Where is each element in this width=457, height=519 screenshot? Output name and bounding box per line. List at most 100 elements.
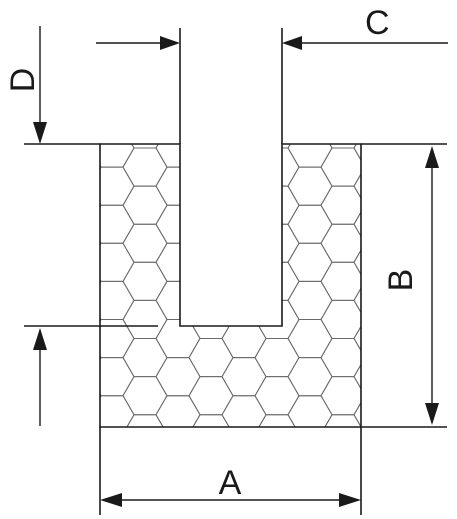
hexagon-cell-icon	[420, 167, 457, 205]
hexagon-cell-icon	[188, 185, 234, 225]
hexagon-cell-icon	[155, 166, 201, 206]
hexagon-cell-icon	[254, 338, 300, 378]
hexagon-cell-icon	[222, 91, 266, 129]
hexagon-cell-icon	[123, 491, 167, 519]
arrow-down-icon	[425, 403, 439, 425]
hexagon-cell-icon	[320, 338, 361, 378]
hexagon-cell-icon	[420, 358, 457, 396]
hexagon-cell-icon	[288, 91, 332, 129]
hexagon-cell-icon	[100, 261, 102, 301]
hexagon-cell-icon	[353, 280, 361, 320]
hexagon-cell-icon	[453, 110, 457, 148]
hexagon-cell-icon	[387, 186, 431, 224]
hexagon-cell-icon	[221, 280, 267, 320]
hexagon-cell-icon	[320, 185, 361, 225]
hexagon-cell-icon	[353, 166, 361, 206]
hexagon-cell-icon	[100, 414, 102, 427]
hexagon-cell-icon	[287, 166, 333, 206]
hexagon-cell-icon	[320, 261, 361, 301]
hexagon-cell-icon	[155, 144, 201, 168]
hexagon-cell-icon	[100, 357, 135, 397]
hexagon-cell-icon	[387, 148, 431, 186]
hexagon-cell-icon	[287, 395, 333, 427]
hexagon-cell-icon	[420, 281, 457, 319]
dimension-b: B	[382, 146, 439, 425]
hexagon-cell-icon	[100, 376, 102, 416]
hexagon-cell-icon	[453, 224, 457, 262]
hexagon-cell-icon	[288, 472, 332, 510]
hexagon-cell-icon	[353, 204, 361, 244]
hexagon-cell-icon	[188, 144, 234, 149]
hexagon-cell-icon	[155, 395, 201, 427]
hexagon-cell-icon	[353, 395, 361, 427]
hexagon-cell-icon	[287, 357, 333, 397]
hexagon-cell-icon	[320, 299, 361, 339]
hexagon-cell-icon	[321, 453, 365, 491]
hexagon-cell-icon	[155, 357, 201, 397]
hexagon-cell-icon	[122, 338, 168, 378]
hexagon-cell-icon	[90, 434, 134, 472]
hexagon-cell-icon	[123, 453, 167, 491]
hexagon-cell-icon	[90, 472, 134, 510]
hexagon-cell-icon	[453, 300, 457, 338]
hexagon-cell-icon	[188, 261, 234, 301]
hexagon-cell-icon	[320, 376, 361, 416]
hexagon-cell-icon	[122, 414, 168, 427]
hexagon-cell-icon	[156, 434, 200, 472]
hexagon-cell-icon	[254, 144, 300, 149]
hexagon-cell-icon	[155, 280, 201, 320]
arrow-up-icon	[33, 328, 47, 350]
hexagon-cell-icon	[155, 242, 201, 282]
hexagon-cell-icon	[453, 453, 457, 491]
hexagon-cell-icon	[122, 147, 168, 187]
hexagon-cell-icon	[188, 299, 234, 339]
hexagon-cell-icon	[221, 357, 267, 397]
hexagon-cell-icon	[122, 223, 168, 263]
hexagon-cell-icon	[387, 491, 431, 519]
hexagon-cell-icon	[353, 144, 361, 168]
dimension-a: A	[99, 427, 362, 515]
hexagon-cell-icon	[354, 91, 398, 129]
hexagon-cell-icon	[287, 204, 333, 244]
arrow-down-icon	[33, 122, 47, 144]
hexagon-cell-icon	[387, 224, 431, 262]
hexagon-cell-icon	[122, 144, 168, 149]
hexagon-cell-icon	[320, 147, 361, 187]
hexagon-cell-icon	[453, 491, 457, 519]
hexagon-cell-icon	[453, 148, 457, 186]
hexagon-cell-icon	[420, 396, 457, 434]
hexagon-cell-icon	[188, 414, 234, 427]
hexagon-cell-icon	[156, 472, 200, 510]
hexagon-cell-icon	[453, 262, 457, 300]
hexagon-cell-icon	[387, 300, 431, 338]
hexagon-cell-icon	[420, 434, 457, 472]
hexagon-cell-icon	[57, 491, 101, 519]
hexagon-cell-icon	[420, 320, 457, 358]
hexagon-cell-icon	[420, 243, 457, 281]
dimension-d: D	[4, 26, 47, 144]
label-c: C	[365, 4, 390, 42]
hexagon-cell-icon	[188, 223, 234, 263]
arrow-left-icon	[282, 36, 302, 50]
hexagon-cell-icon	[100, 242, 135, 282]
hexagon-cell-icon	[188, 338, 234, 378]
hexagon-cell-icon	[100, 166, 135, 206]
honeycomb-fill	[57, 91, 457, 519]
hexagon-cell-icon	[100, 223, 102, 263]
hexagon-cell-icon	[100, 280, 135, 320]
hexagon-cell-icon	[122, 376, 168, 416]
hexagon-cell-icon	[188, 147, 234, 187]
hexagon-cell-icon	[254, 376, 300, 416]
hexagon-cell-icon	[254, 261, 300, 301]
hexagon-cell-icon	[288, 434, 332, 472]
hexagon-cell-icon	[287, 280, 333, 320]
hexagon-cell-icon	[100, 319, 135, 359]
dimension-c: C	[96, 4, 448, 50]
arrow-right-icon	[339, 493, 361, 507]
hexagon-cell-icon	[100, 338, 102, 378]
hexagon-cell-icon	[156, 91, 200, 129]
hexagon-cell-icon	[287, 144, 333, 168]
hexagon-cell-icon	[221, 242, 267, 282]
hexagon-cell-icon	[320, 144, 361, 149]
